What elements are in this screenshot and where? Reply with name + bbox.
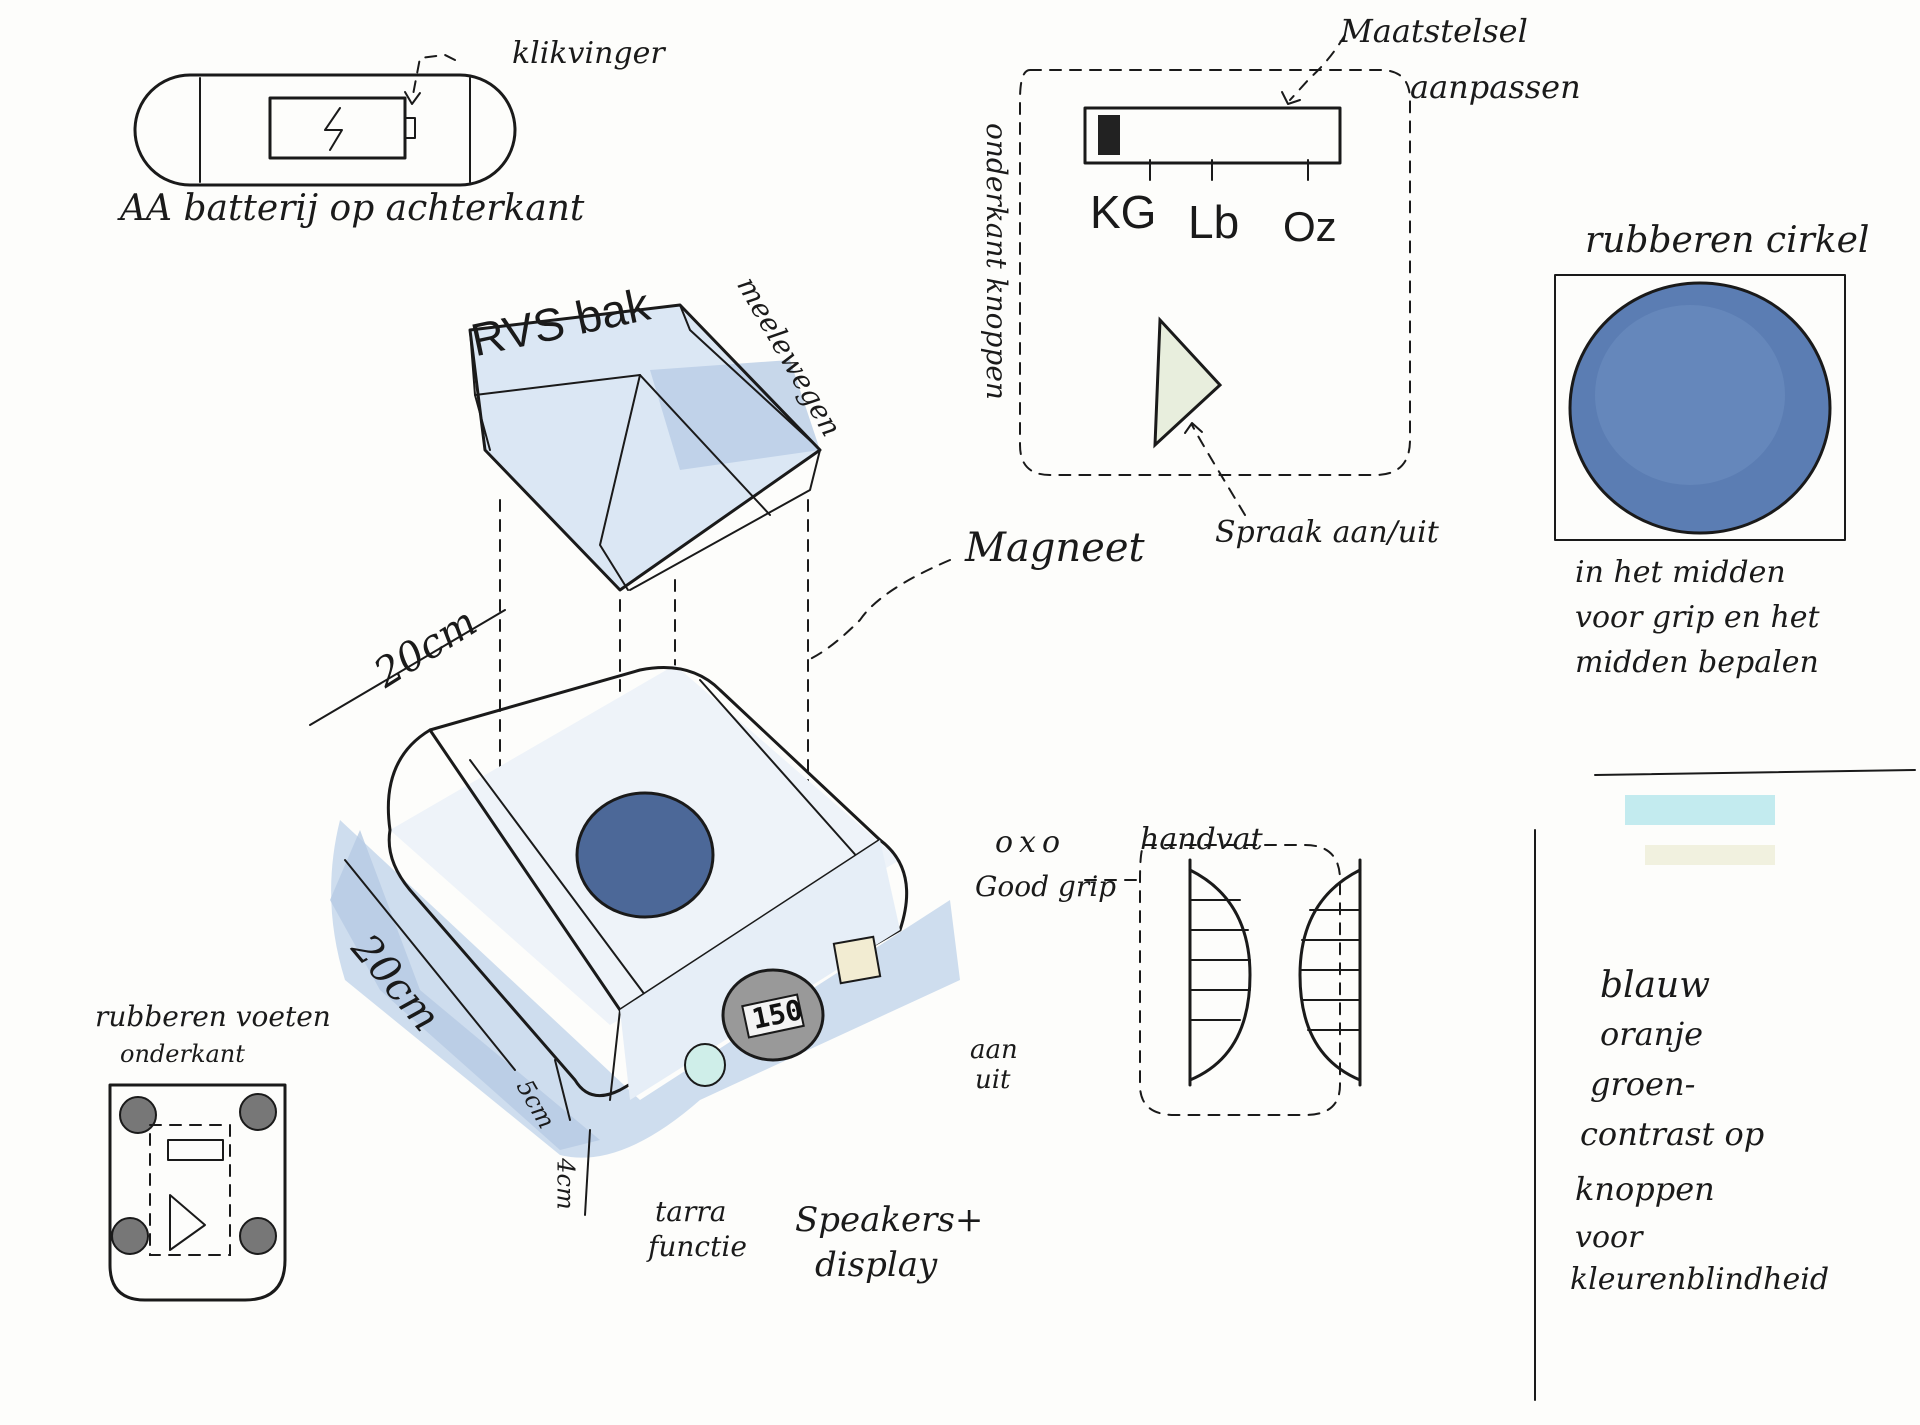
battery-icon bbox=[270, 98, 415, 158]
label-unit-lb: Lb bbox=[1188, 195, 1239, 249]
label-oxo: oxo bbox=[995, 825, 1066, 860]
label-spraak: Spraak aan/uit bbox=[1215, 515, 1439, 550]
label-speakers: Speakers+ bbox=[795, 1200, 983, 1240]
label-functie: functie bbox=[648, 1230, 747, 1263]
label-kleur-oranje: oranje bbox=[1600, 1015, 1703, 1053]
label-aan: aan bbox=[970, 1035, 1018, 1065]
label-magneet: Magneet bbox=[965, 525, 1145, 571]
label-aa-battery: AA batterij op achterkant bbox=[120, 188, 584, 229]
label-unit-kg: KG bbox=[1090, 185, 1156, 239]
label-kleur-knoppen: knoppen bbox=[1575, 1170, 1715, 1208]
label-cirkel-note-2: voor grip en het bbox=[1575, 600, 1820, 635]
label-onderkant-knoppen: onderkant knoppen bbox=[980, 123, 1013, 400]
label-kleur-contrast: contrast op bbox=[1580, 1115, 1764, 1153]
play-triangle-icon bbox=[1155, 320, 1220, 445]
label-unit-oz: Oz bbox=[1283, 203, 1337, 251]
label-rubberen-cirkel: rubberen cirkel bbox=[1585, 220, 1869, 261]
rubber-circle-sketch bbox=[1555, 275, 1845, 540]
label-maatstelsel: Maatstelsel bbox=[1340, 12, 1528, 50]
label-handvat: handvat bbox=[1140, 822, 1263, 857]
label-dim-4cm: 4cm bbox=[552, 1158, 580, 1209]
label-kleur-kleurenblindheid: kleurenblindheid bbox=[1570, 1262, 1829, 1297]
bottom-buttons-panel-sketch bbox=[1020, 35, 1410, 515]
label-display: display bbox=[815, 1245, 937, 1285]
label-kleur-groen: groen- bbox=[1590, 1065, 1695, 1103]
unit-switch bbox=[1085, 108, 1340, 180]
label-aanpassen: aanpassen bbox=[1410, 68, 1581, 106]
label-klikvinger: klikvinger bbox=[512, 36, 665, 71]
scale-base-sketch bbox=[310, 610, 960, 1215]
label-good-grip: Good grip bbox=[975, 870, 1116, 903]
handle-detail-sketch bbox=[1085, 845, 1360, 1115]
label-kleur-blauw: blauw bbox=[1600, 965, 1710, 1006]
label-cirkel-note-3: midden bepalen bbox=[1575, 645, 1819, 680]
label-cirkel-note-1: in het midden bbox=[1575, 555, 1786, 590]
battery-cover-sketch bbox=[135, 55, 515, 185]
label-onderkant: onderkant bbox=[120, 1040, 245, 1068]
label-kleur-voor: voor bbox=[1575, 1220, 1642, 1255]
label-rubberen-voeten: rubberen voeten bbox=[95, 1000, 331, 1033]
rubber-feet-sketch bbox=[110, 1085, 285, 1300]
label-tarra: tarra bbox=[655, 1195, 726, 1228]
label-uit: uit bbox=[975, 1065, 1011, 1095]
